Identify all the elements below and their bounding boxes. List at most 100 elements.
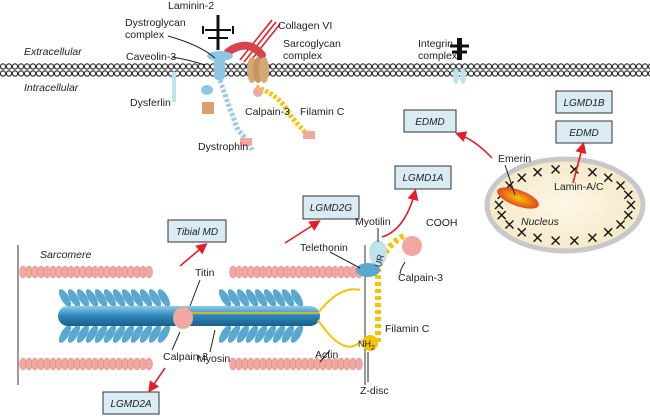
calpain-3-zdisc-shape xyxy=(402,236,422,256)
dystroglycan-shape xyxy=(207,51,233,61)
myosin-head xyxy=(254,289,268,307)
lamin-x-mark xyxy=(626,200,636,210)
sarcomere-label: Sarcomere xyxy=(40,249,92,261)
sarcoglycan-label-line1: Sarcoglycan xyxy=(283,38,341,50)
arrow-emerin-edmd xyxy=(454,131,493,159)
actin-bead xyxy=(145,265,153,279)
lamin-x-mark xyxy=(504,219,514,229)
myosin-head xyxy=(85,325,99,343)
dysferlin-shape xyxy=(172,72,176,102)
arrow-telethonin-lgmd2g xyxy=(284,220,321,244)
emerin-shape xyxy=(497,187,539,209)
disease-box-lgmd2a: LGMD2A xyxy=(102,391,160,415)
myosin-head xyxy=(94,289,108,307)
ur-label: UR xyxy=(373,253,386,269)
lamin-x-mark xyxy=(533,167,543,177)
telethonin-label: Telethonin xyxy=(300,242,348,254)
lamin-x-mark xyxy=(603,173,613,183)
myosin-head xyxy=(112,325,126,343)
myosin-head xyxy=(245,289,259,307)
actin-bead xyxy=(145,357,153,371)
svg-text:LGMD2G: LGMD2G xyxy=(310,203,352,214)
calpain-3-zdisc-label: Calpain-3 xyxy=(398,272,443,284)
svg-text:LGMD2A: LGMD2A xyxy=(110,399,151,410)
svg-text:LGMD1B: LGMD1B xyxy=(563,98,604,109)
lamin-x-mark xyxy=(623,190,633,200)
myosin-head xyxy=(85,289,99,307)
myosin-head xyxy=(218,289,232,307)
myosin-head xyxy=(272,289,286,307)
myosin-head xyxy=(139,325,153,343)
titin-to-zdisc xyxy=(317,288,363,348)
lamin-x-mark xyxy=(623,210,633,220)
svg-text:LGMD1A: LGMD1A xyxy=(402,173,443,184)
myosin-head xyxy=(236,289,250,307)
lamin-x-mark xyxy=(517,173,527,183)
svg-text:EDMD: EDMD xyxy=(415,117,444,128)
myosin-head xyxy=(103,325,117,343)
integrin-label-line1: Integrin xyxy=(418,38,453,50)
dystroglycan-label-line2: complex xyxy=(125,29,165,41)
titin-label: Titin xyxy=(195,267,215,279)
calpain-3-membrane-label: Calpain-3 xyxy=(245,106,290,118)
myosin-head xyxy=(157,325,171,343)
collagen-vi-shape xyxy=(224,19,281,65)
myosin-head xyxy=(281,325,295,343)
lamin-ac-label: Lamin-A/C xyxy=(554,181,604,193)
myosin-heads xyxy=(58,289,304,343)
dysferlin-label: Dysferlin xyxy=(130,97,171,109)
sarcoglycan-shape xyxy=(247,57,269,83)
lamin-x-mark xyxy=(616,181,626,191)
nucleus-shape xyxy=(484,156,646,254)
filamin-c-membrane-label: Filamin C xyxy=(300,106,345,118)
calpain-3-sarcomere-label: Calpain-3 xyxy=(163,351,208,363)
myosin-head xyxy=(263,325,277,343)
myosin-head xyxy=(272,325,286,343)
myosin-head xyxy=(148,325,162,343)
actin-label: Actin xyxy=(315,349,339,361)
svg-text:Tibial MD: Tibial MD xyxy=(176,227,218,238)
myosin-head xyxy=(236,325,250,343)
myosin-head xyxy=(290,325,304,343)
arrow-lamin-edmd xyxy=(572,141,587,184)
collagen-vi-label: Collagen VI xyxy=(278,20,332,32)
lamin-x-mark xyxy=(497,210,507,220)
lamin-x-mark xyxy=(551,164,561,174)
calpain-3-membrane-shape xyxy=(253,87,263,97)
myosin-head xyxy=(290,289,304,307)
myotilin-label: Myotilin xyxy=(355,216,391,228)
actin-filaments xyxy=(19,265,363,371)
disease-box-tibial-md: Tibial MD xyxy=(167,219,227,243)
integrin-label-line2: complex xyxy=(418,50,458,62)
myosin-head xyxy=(245,325,259,343)
lamin-x-mark xyxy=(533,233,543,243)
svg-text:EDMD: EDMD xyxy=(569,128,598,139)
myosin-head xyxy=(263,289,277,307)
lamin-x-mark xyxy=(616,219,626,229)
arrow-myotilin-lgmd1a xyxy=(381,188,419,238)
myotilin-shape xyxy=(369,240,387,266)
sarcolemma-membrane xyxy=(0,63,650,77)
integrin-shape xyxy=(450,38,469,84)
lamin-x-mark xyxy=(494,200,504,210)
disease-box-lgmd2g: LGMD2G xyxy=(302,195,360,220)
myosin-head xyxy=(67,289,81,307)
lamin-x-mark xyxy=(603,227,613,237)
lamin-x-mark xyxy=(587,167,597,177)
myosin-head xyxy=(121,325,135,343)
nh2-label: NH2 xyxy=(358,339,375,352)
myosin-head xyxy=(112,289,126,307)
caveolin-3-shape xyxy=(201,85,214,114)
myosin-head xyxy=(157,289,171,307)
disease-box-edmd-lamin: EDMD xyxy=(555,120,613,144)
dystrophin-label: Dystrophin xyxy=(198,141,248,153)
myosin-head xyxy=(76,325,90,343)
myosin-head xyxy=(58,325,72,343)
myosin-head xyxy=(121,289,135,307)
filamin-c-domain xyxy=(303,131,315,139)
myosin-head xyxy=(130,325,144,343)
filamin-c-zdisc-label: Filamin C xyxy=(385,323,430,335)
myosin-head xyxy=(67,325,81,343)
filamin-c-membrane-shape xyxy=(255,84,307,134)
